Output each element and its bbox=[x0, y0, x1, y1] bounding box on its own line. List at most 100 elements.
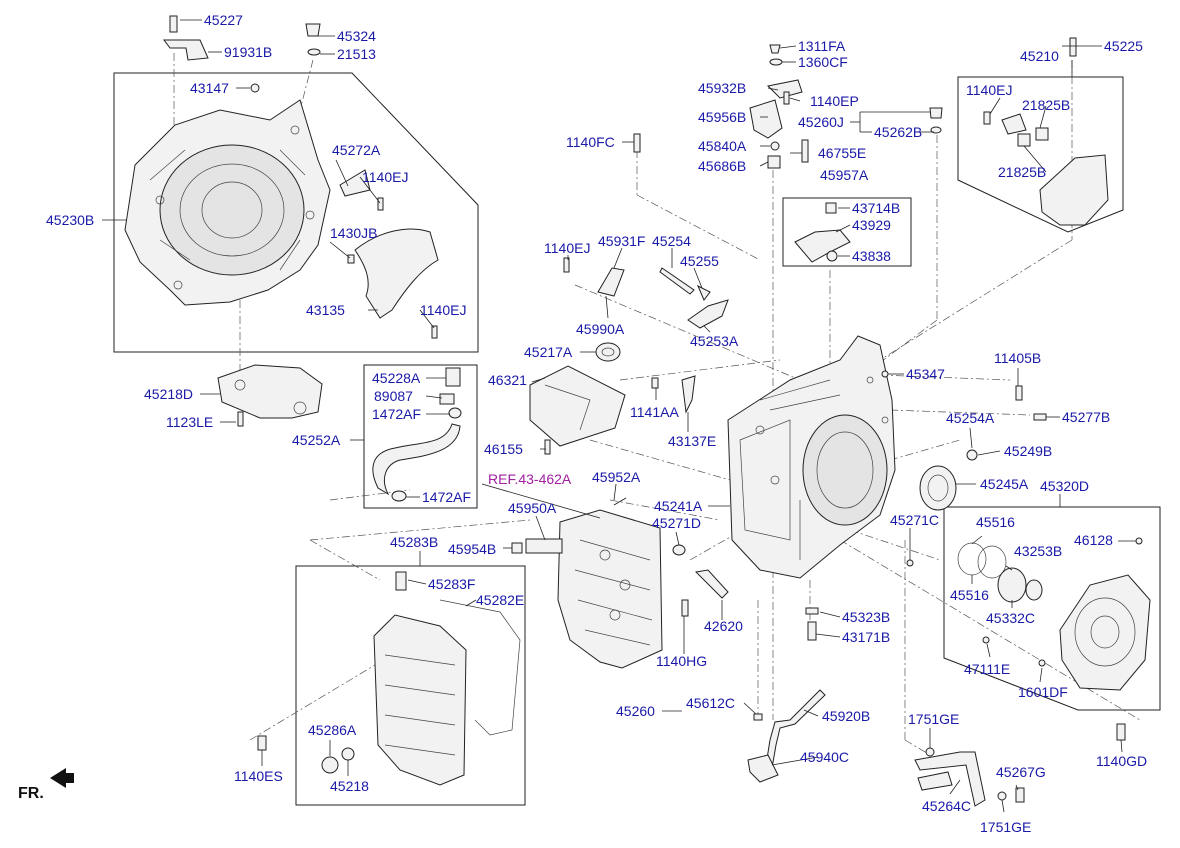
part-label-45686b[interactable]: 45686B bbox=[698, 158, 746, 174]
part-label-1141aa[interactable]: 1141AA bbox=[630, 404, 679, 420]
part-label-45990a[interactable]: 45990A bbox=[576, 321, 625, 337]
part-label-45260[interactable]: 45260 bbox=[616, 703, 655, 719]
part-label-1140ej[interactable]: 1140EJ bbox=[362, 169, 408, 185]
part-label-45932b[interactable]: 45932B bbox=[698, 80, 746, 96]
part-label-45254a[interactable]: 45254A bbox=[946, 410, 995, 426]
part-label-11405b[interactable]: 11405B bbox=[994, 350, 1041, 366]
part-label-45245a[interactable]: 45245A bbox=[980, 476, 1029, 492]
part-label-45249b[interactable]: 45249B bbox=[1004, 443, 1052, 459]
part-label-45954b[interactable]: 45954B bbox=[448, 541, 496, 557]
part-label-21825b-lower[interactable]: 21825B bbox=[998, 164, 1046, 180]
part-label-45320d[interactable]: 45320D bbox=[1040, 478, 1089, 494]
part-label-1140ej-shift[interactable]: 1140EJ bbox=[544, 240, 590, 256]
part-label-1140fc[interactable]: 1140FC bbox=[566, 134, 615, 150]
part-label-45516-lower[interactable]: 45516 bbox=[950, 587, 989, 603]
part-label-45260j[interactable]: 45260J bbox=[798, 114, 844, 130]
shift-linkage-drawing bbox=[563, 257, 729, 329]
part-label-45225[interactable]: 45225 bbox=[1104, 38, 1143, 54]
part-label-91931b[interactable]: 91931B bbox=[224, 44, 272, 60]
part-label-1140ej-bracket[interactable]: 1140EJ bbox=[966, 82, 1012, 98]
part-label-1140ep[interactable]: 1140EP bbox=[810, 93, 859, 109]
small-bracket-drawing bbox=[163, 15, 209, 61]
part-label-45282e[interactable]: 45282E bbox=[476, 592, 524, 608]
part-label-43171b[interactable]: 43171B bbox=[842, 629, 890, 645]
part-label-45227[interactable]: 45227 bbox=[204, 12, 243, 28]
reference-label-43-462a[interactable]: REF.43-462A bbox=[488, 471, 572, 487]
part-label-45840a[interactable]: 45840A bbox=[698, 138, 747, 154]
part-label-45957a[interactable]: 45957A bbox=[820, 167, 869, 183]
part-label-43714b[interactable]: 43714B bbox=[852, 200, 900, 216]
part-label-45283b[interactable]: 45283B bbox=[390, 534, 438, 550]
part-label-47111e[interactable]: 47111E bbox=[964, 661, 1010, 677]
actuator-bracket-group-box bbox=[782, 197, 912, 267]
part-labels: 45227 45324 91931B 21513 43147 45230B 45… bbox=[46, 12, 1147, 835]
part-label-21825b[interactable]: 21825B bbox=[1022, 97, 1070, 113]
part-label-45931f[interactable]: 45931F bbox=[598, 233, 645, 249]
part-label-43929[interactable]: 43929 bbox=[852, 217, 891, 233]
part-label-1140es[interactable]: 1140ES bbox=[234, 768, 283, 784]
part-label-45277b[interactable]: 45277B bbox=[1062, 409, 1110, 425]
part-label-45228a[interactable]: 45228A bbox=[372, 370, 421, 386]
part-label-1140ej-lower[interactable]: 1140EJ bbox=[420, 302, 466, 318]
rear-cover-group-box bbox=[943, 506, 1161, 711]
part-label-45262b[interactable]: 45262B bbox=[874, 124, 922, 140]
part-label-45324[interactable]: 45324 bbox=[337, 28, 376, 44]
part-label-45612c[interactable]: 45612C bbox=[686, 695, 735, 711]
part-label-1140gd[interactable]: 1140GD bbox=[1096, 753, 1147, 769]
cooler-pipe-drawing bbox=[914, 747, 1025, 807]
part-label-46755e[interactable]: 46755E bbox=[818, 145, 866, 161]
part-label-1751ge[interactable]: 1751GE bbox=[908, 711, 959, 727]
part-label-45218[interactable]: 45218 bbox=[330, 778, 369, 794]
part-label-45920b[interactable]: 45920B bbox=[822, 708, 870, 724]
part-label-45271c[interactable]: 45271C bbox=[890, 512, 939, 528]
part-label-1123le[interactable]: 1123LE bbox=[166, 414, 213, 430]
part-label-46155[interactable]: 46155 bbox=[484, 441, 523, 457]
part-label-45950a[interactable]: 45950A bbox=[508, 500, 557, 516]
part-label-1430jb[interactable]: 1430JB bbox=[330, 225, 377, 241]
part-label-45940c[interactable]: 45940C bbox=[800, 749, 849, 765]
part-label-1140hg[interactable]: 1140HG bbox=[656, 653, 707, 669]
part-label-1472af[interactable]: 1472AF bbox=[372, 406, 421, 422]
part-label-45283f[interactable]: 45283F bbox=[428, 576, 475, 592]
part-label-45323b[interactable]: 45323B bbox=[842, 609, 890, 625]
part-label-45254[interactable]: 45254 bbox=[652, 233, 691, 249]
wiring-bracket-drawing bbox=[983, 37, 1109, 226]
part-label-43137e[interactable]: 43137E bbox=[668, 433, 716, 449]
part-label-45347[interactable]: 45347 bbox=[906, 366, 945, 382]
part-label-43253b[interactable]: 43253B bbox=[1014, 543, 1062, 559]
part-label-45230b[interactable]: 45230B bbox=[46, 212, 94, 228]
part-label-45253a[interactable]: 45253A bbox=[690, 333, 739, 349]
part-label-42620[interactable]: 42620 bbox=[704, 618, 743, 634]
part-label-45272a[interactable]: 45272A bbox=[332, 142, 381, 158]
part-label-45241a[interactable]: 45241A bbox=[654, 498, 703, 514]
part-label-45264c[interactable]: 45264C bbox=[922, 798, 971, 814]
part-label-45210[interactable]: 45210 bbox=[1020, 48, 1059, 64]
part-label-89087[interactable]: 89087 bbox=[374, 388, 413, 404]
part-label-45252a[interactable]: 45252A bbox=[292, 432, 341, 448]
part-label-46321[interactable]: 46321 bbox=[488, 372, 527, 388]
part-label-1601df[interactable]: 1601DF bbox=[1018, 684, 1068, 700]
part-label-21513[interactable]: 21513 bbox=[337, 46, 376, 62]
part-label-45271d[interactable]: 45271D bbox=[652, 515, 701, 531]
part-label-45952a[interactable]: 45952A bbox=[592, 469, 641, 485]
part-label-43135[interactable]: 43135 bbox=[306, 302, 345, 318]
mounting-bracket-drawing bbox=[217, 364, 323, 427]
part-label-45255[interactable]: 45255 bbox=[680, 253, 719, 269]
part-label-43838[interactable]: 43838 bbox=[852, 248, 891, 264]
oil-pipe-drawing bbox=[747, 607, 826, 783]
part-label-45267g[interactable]: 45267G bbox=[996, 764, 1046, 780]
part-label-45332c[interactable]: 45332C bbox=[986, 610, 1035, 626]
part-label-45286a[interactable]: 45286A bbox=[308, 722, 357, 738]
part-label-46128[interactable]: 46128 bbox=[1074, 532, 1113, 548]
wiring-bracket-group-box bbox=[957, 76, 1124, 233]
part-label-1751ge-lower[interactable]: 1751GE bbox=[980, 819, 1031, 835]
part-label-1360cf[interactable]: 1360CF bbox=[798, 54, 848, 70]
part-label-45956b[interactable]: 45956B bbox=[698, 109, 746, 125]
detent-spring-drawing bbox=[681, 569, 729, 617]
part-label-45217a[interactable]: 45217A bbox=[524, 344, 573, 360]
part-label-45218d[interactable]: 45218D bbox=[144, 386, 193, 402]
part-label-1311fa[interactable]: 1311FA bbox=[798, 38, 846, 54]
part-label-1472af-lower[interactable]: 1472AF bbox=[422, 489, 471, 505]
part-label-43147[interactable]: 43147 bbox=[190, 80, 229, 96]
part-label-45516[interactable]: 45516 bbox=[976, 514, 1015, 530]
